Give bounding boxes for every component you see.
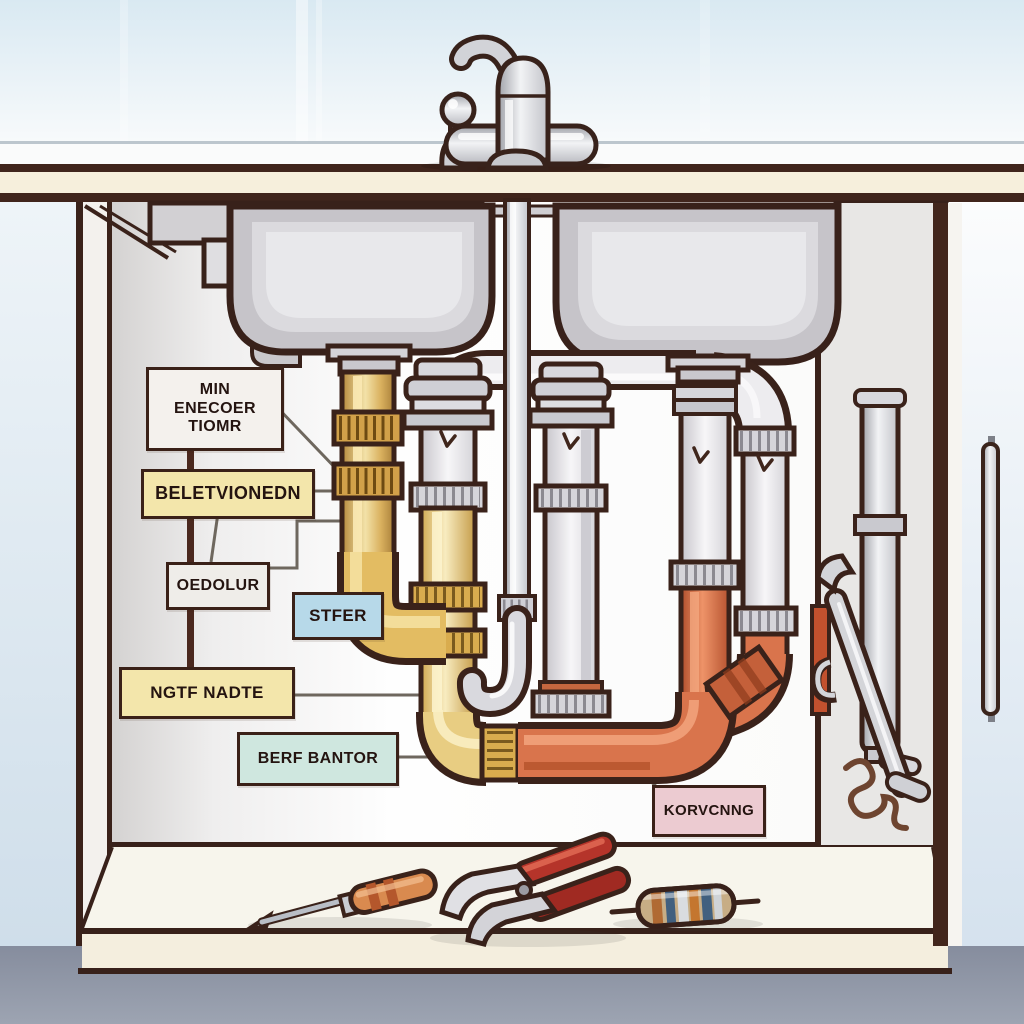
door-handle bbox=[981, 442, 1000, 716]
callout-label-4: STFER bbox=[292, 592, 384, 640]
center-standpipe-right bbox=[527, 361, 615, 719]
chrome-supply-line bbox=[456, 198, 537, 718]
toe-kick bbox=[82, 934, 948, 970]
sprayer-knob bbox=[439, 91, 477, 129]
banded-roller-tool bbox=[609, 883, 761, 929]
pipe-crack-marks bbox=[439, 430, 774, 472]
copper-horizontal-pipe bbox=[518, 692, 737, 784]
faucet bbox=[421, 34, 611, 172]
drain-auger-spiral bbox=[843, 758, 909, 831]
right-door-edge bbox=[933, 203, 1024, 946]
screwdriver bbox=[242, 868, 438, 931]
right-sink-bowl bbox=[552, 202, 842, 366]
hanging-wrench bbox=[815, 553, 932, 803]
callout-label-6: BERF BANTOR bbox=[237, 732, 399, 786]
callout-label-3: OEDOLUR bbox=[166, 562, 270, 610]
callout-label-1: MIN ENECOER TIOMR bbox=[146, 367, 284, 451]
copper-union-nut bbox=[702, 643, 786, 721]
open-door-frame-line bbox=[83, 204, 170, 260]
double-basin-sink bbox=[226, 202, 842, 366]
right-drain-tailpiece bbox=[665, 353, 751, 385]
callout-label-2: BELETVIONEDN bbox=[141, 469, 315, 519]
left-sink-bowl bbox=[226, 202, 496, 356]
slip-joint-pliers bbox=[439, 831, 632, 948]
callout-label-7: KORVCNNG bbox=[652, 785, 766, 837]
gold-union-nut bbox=[479, 723, 521, 783]
callout-label-5: NGTF NADTE bbox=[119, 667, 295, 719]
plumbing-pipes bbox=[325, 198, 799, 786]
left-wall-panel bbox=[0, 202, 76, 946]
floor-tools bbox=[242, 831, 763, 948]
